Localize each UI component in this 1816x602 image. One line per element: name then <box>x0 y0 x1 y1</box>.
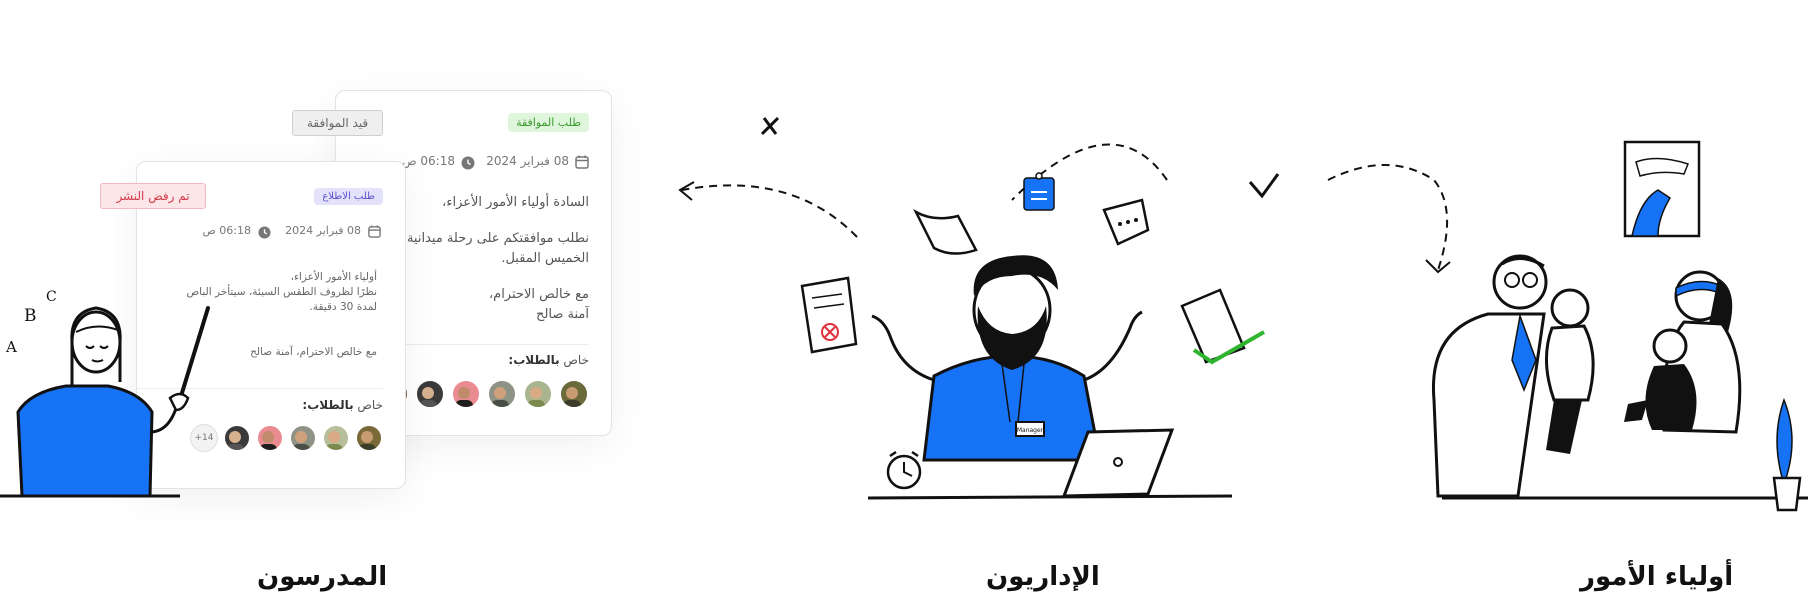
avatar[interactable] <box>256 424 284 452</box>
admins-title: الإداريون <box>986 562 1100 592</box>
parents-title: أولياء الأمور <box>1580 562 1734 592</box>
students-label-bold: بالطلاب: <box>508 353 560 367</box>
students-label-prefix: خاص <box>353 398 383 412</box>
students-label-bold: بالطلاب: <box>302 398 354 412</box>
laptop-icon <box>1061 428 1175 498</box>
manager-badge <box>1015 421 1045 437</box>
avatar[interactable] <box>523 379 553 409</box>
doodle-letter-b: B <box>24 306 37 326</box>
avatar[interactable] <box>451 379 481 409</box>
clipboard-icon <box>1023 177 1055 211</box>
message-signer: آمنة صالح <box>536 307 589 322</box>
avatar[interactable] <box>487 379 517 409</box>
avatar[interactable] <box>415 379 445 409</box>
approved-document <box>1180 288 1246 364</box>
message-body-line1: نطلب موافقتكم على رحلة ميدانية مقررة <box>369 231 589 246</box>
calendar-icon <box>575 155 589 169</box>
dashed-arrow-down <box>1327 164 1448 271</box>
tablet-icon <box>1624 400 1648 422</box>
doodle-letter-a: A <box>6 338 17 356</box>
pending-status-badge: قيد الموافقة <box>292 110 384 136</box>
students-label: خاص بالطلاب: <box>508 353 589 367</box>
teacher-head <box>70 310 122 374</box>
teacher-shirt <box>16 384 154 498</box>
father-head <box>1492 254 1548 310</box>
message-body-line2: الخميس المقبل. <box>501 251 589 266</box>
admin-illustration: Manager <box>678 116 1280 500</box>
view-request-card[interactable]: طلب الاطلاع 08 فبراير 2024 06:18 ص أوليا… <box>136 161 406 489</box>
more-count-label: +14 <box>194 433 214 443</box>
child-head <box>1550 288 1590 328</box>
more-students-count[interactable]: +14 <box>190 424 218 452</box>
clock-icon <box>461 156 475 170</box>
message-signoff: مع خالص الاحترام، <box>488 287 589 302</box>
view-request-tag: طلب الاطلاع <box>314 188 383 205</box>
teachers-title: المدرسون <box>257 562 388 592</box>
dashed-arrow-right <box>1011 143 1168 201</box>
request-time: 06:18 ص <box>402 154 455 168</box>
green-check-icon <box>1192 330 1265 365</box>
avatar[interactable] <box>355 424 383 452</box>
avatar[interactable] <box>322 424 350 452</box>
calendar-icon <box>368 225 381 238</box>
manager-badge-text: Manager <box>1017 427 1044 434</box>
rejected-status-badge: تم رفض النشر <box>100 183 206 209</box>
admin-hair <box>973 255 1058 296</box>
admin-beard <box>977 306 1047 370</box>
request-date: 08 فبراير 2024 <box>486 154 569 168</box>
card-divider <box>137 388 383 389</box>
admin-body <box>922 354 1102 462</box>
message-greeting: السادة أولياء الأمور الأعزاء، <box>442 195 589 210</box>
plant-pot <box>1772 476 1802 512</box>
doodle-letter-c: C <box>46 289 57 305</box>
teacher-illustration <box>0 306 210 498</box>
message-body-line2: لمدة 30 دقيقة. <box>309 301 377 313</box>
pointer-stick <box>176 306 210 408</box>
card-divider <box>336 344 589 345</box>
students-label: خاص بالطلاب: <box>302 398 383 412</box>
desk-line <box>867 494 1233 500</box>
message-signoff: مع خالص الاحترام، آمنة صالح <box>250 346 377 358</box>
request-date: 08 فبراير 2024 <box>285 224 361 237</box>
avatar[interactable] <box>289 424 317 452</box>
dashed-arrow-left <box>681 184 858 238</box>
flying-paper <box>913 208 978 255</box>
checkmark-icon <box>1248 173 1280 199</box>
message-greeting: أولياء الأمور الأعزاء، <box>290 271 377 283</box>
clock-icon <box>258 226 271 239</box>
message-body-line1: نظرًا لظروف الطقس السيئة، سيتأخر الباص <box>186 286 377 298</box>
boy-head <box>1652 328 1688 364</box>
avatar[interactable] <box>223 424 251 452</box>
x-mark-icon <box>760 116 780 136</box>
rejected-document <box>800 276 858 354</box>
students-label-prefix: خاص <box>559 353 589 367</box>
request-time: 06:18 ص <box>202 224 252 237</box>
parents-illustration <box>1327 140 1808 512</box>
plant-leaf <box>1776 397 1793 487</box>
father-tie <box>1511 313 1537 393</box>
avatar[interactable] <box>559 379 589 409</box>
approval-request-tag: طلب الموافقة <box>508 113 589 132</box>
